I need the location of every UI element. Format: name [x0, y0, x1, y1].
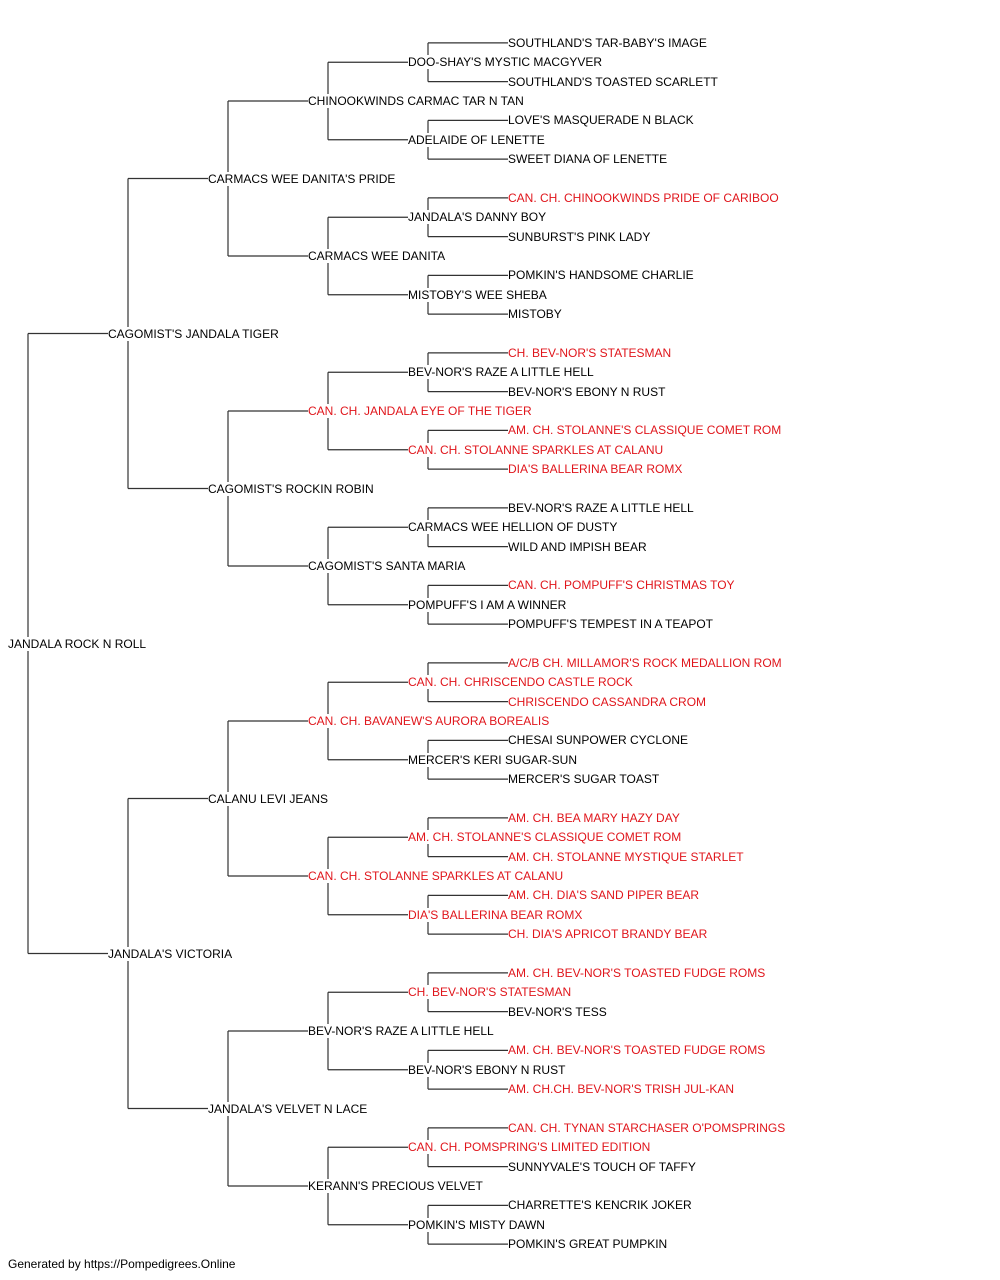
ancestor-name: LOVE'S MASQUERADE N BLACK	[508, 113, 694, 128]
ancestor-name: BEV-NOR'S TESS	[508, 1004, 607, 1019]
ancestor-name: POMKIN'S MISTY DAWN	[408, 1217, 545, 1232]
ancestor-name: CARMACS WEE DANITA'S PRIDE	[208, 171, 396, 186]
ancestor-name: KERANN'S PRECIOUS VELVET	[308, 1179, 483, 1193]
ancestor-name: MERCER'S KERI SUGAR-SUN	[408, 752, 577, 767]
ancestor-name: AM. CH. STOLANNE MYSTIQUE STARLET	[508, 849, 744, 864]
ancestor-name: AM. CH.CH. BEV-NOR'S TRISH JUL-KAN	[508, 1082, 735, 1097]
ancestor-name: CARMACS WEE DANITA	[308, 249, 446, 263]
ancestor-name: CHESAI SUNPOWER CYCLONE	[508, 733, 689, 748]
ancestor-name: CH. DIA'S APRICOT BRANDY BEAR	[508, 927, 708, 942]
ancestor-name: SOUTHLAND'S TAR-BABY'S IMAGE	[508, 35, 707, 50]
ancestor-name: A/C/B CH. MILLAMOR'S ROCK MEDALLION ROM	[508, 655, 782, 670]
ancestor-name: POMKIN'S HANDSOME CHARLIE	[508, 268, 694, 283]
ancestor-name: CAN. CH. POMSPRING'S LIMITED EDITION	[408, 1140, 651, 1155]
ancestor-name: BEV-NOR'S EBONY N RUST	[408, 1062, 566, 1077]
ancestor-name: DIA'S BALLERINA BEAR ROMX	[508, 462, 683, 477]
ancestor-name: BEV-NOR'S EBONY N RUST	[508, 384, 666, 399]
ancestor-name: POMPUFF'S I AM A WINNER	[408, 597, 567, 612]
ancestor-name: CAN. CH. JANDALA EYE OF THE TIGER	[308, 404, 532, 418]
ancestor-name: MERCER'S SUGAR TOAST	[508, 772, 660, 787]
ancestor-name: DOO-SHAY'S MYSTIC MACGYVER	[408, 55, 603, 70]
ancestor-name: CAN. CH. CHINOOKWINDS PRIDE OF CARIBOO	[508, 190, 779, 205]
ancestor-name: MISTOBY	[508, 307, 562, 322]
ancestor-name: CAN. CH. CHRISCENDO CASTLE ROCK	[408, 675, 633, 690]
ancestor-name: AM. CH. STOLANNE'S CLASSIQUE COMET ROM	[508, 423, 782, 438]
ancestor-name: SUNBURST'S PINK LADY	[508, 229, 651, 244]
ancestor-name: CALANU LEVI JEANS	[208, 791, 329, 806]
ancestor-name: CAGOMIST'S JANDALA TIGER	[108, 326, 279, 341]
ancestor-name: WILD AND IMPISH BEAR	[508, 539, 647, 554]
ancestor-name: CAN. CH. BAVANEW'S AURORA BOREALIS	[308, 714, 550, 728]
ancestor-name: JANDALA'S VICTORIA	[108, 946, 233, 961]
ancestor-name: JANDALA'S VELVET N LACE	[208, 1101, 368, 1116]
ancestor-name: CAGOMIST'S ROCKIN ROBIN	[208, 481, 374, 496]
ancestor-name: CAGOMIST'S SANTA MARIA	[308, 559, 466, 573]
ancestor-name: AM. CH. STOLANNE'S CLASSIQUE COMET ROM	[408, 830, 682, 845]
ancestor-name: CH. BEV-NOR'S STATESMAN	[408, 985, 572, 1000]
ancestor-name: SOUTHLAND'S TOASTED SCARLETT	[508, 74, 718, 89]
ancestor-name: CHRISCENDO CASSANDRA CROM	[508, 694, 707, 709]
ancestor-name: CAN. CH. TYNAN STARCHASER O'POMSPRINGS	[508, 1120, 786, 1135]
ancestor-name: AM. CH. BEV-NOR'S TOASTED FUDGE ROMS	[508, 965, 766, 980]
ancestor-name: CAN. CH. STOLANNE SPARKLES AT CALANU	[408, 442, 664, 457]
ancestor-name: AM. CH. BEV-NOR'S TOASTED FUDGE ROMS	[508, 1043, 766, 1058]
ancestor-name: POMKIN'S GREAT PUMPKIN	[508, 1237, 668, 1252]
ancestor-name: SUNNYVALE'S TOUCH OF TAFFY	[508, 1159, 696, 1174]
ancestor-name: CAN. CH. POMPUFF'S CHRISTMAS TOY	[508, 578, 735, 593]
ancestor-name: CH. BEV-NOR'S STATESMAN	[508, 345, 672, 360]
ancestor-name: MISTOBY'S WEE SHEBA	[408, 287, 547, 302]
ancestor-name: CARMACS WEE HELLION OF DUSTY	[408, 520, 618, 535]
ancestor-name: ADELAIDE OF LENETTE	[408, 132, 545, 147]
ancestor-name: DIA'S BALLERINA BEAR ROMX	[408, 907, 583, 922]
ancestor-name: JANDALA'S DANNY BOY	[408, 210, 547, 225]
generated-by-footer: Generated by https://Pompedigrees.Online	[8, 1257, 236, 1271]
ancestor-name: AM. CH. BEA MARY HAZY DAY	[508, 810, 680, 825]
ancestor-name: BEV-NOR'S RAZE A LITTLE HELL	[408, 365, 594, 380]
ancestor-name: CAN. CH. STOLANNE SPARKLES AT CALANU	[308, 869, 564, 883]
ancestor-name: SWEET DIANA OF LENETTE	[508, 152, 668, 167]
subject-dog-name: JANDALA ROCK N ROLL	[8, 636, 147, 651]
ancestor-name: CHINOOKWINDS CARMAC TAR N TAN	[308, 94, 524, 108]
ancestor-name: BEV-NOR'S RAZE A LITTLE HELL	[508, 500, 694, 515]
ancestor-name: BEV-NOR'S RAZE A LITTLE HELL	[308, 1024, 494, 1038]
ancestor-name: CHARRETTE'S KENCRIK JOKER	[508, 1198, 692, 1213]
ancestor-name: AM. CH. DIA'S SAND PIPER BEAR	[508, 888, 699, 903]
ancestor-name: POMPUFF'S TEMPEST IN A TEAPOT	[508, 617, 714, 632]
